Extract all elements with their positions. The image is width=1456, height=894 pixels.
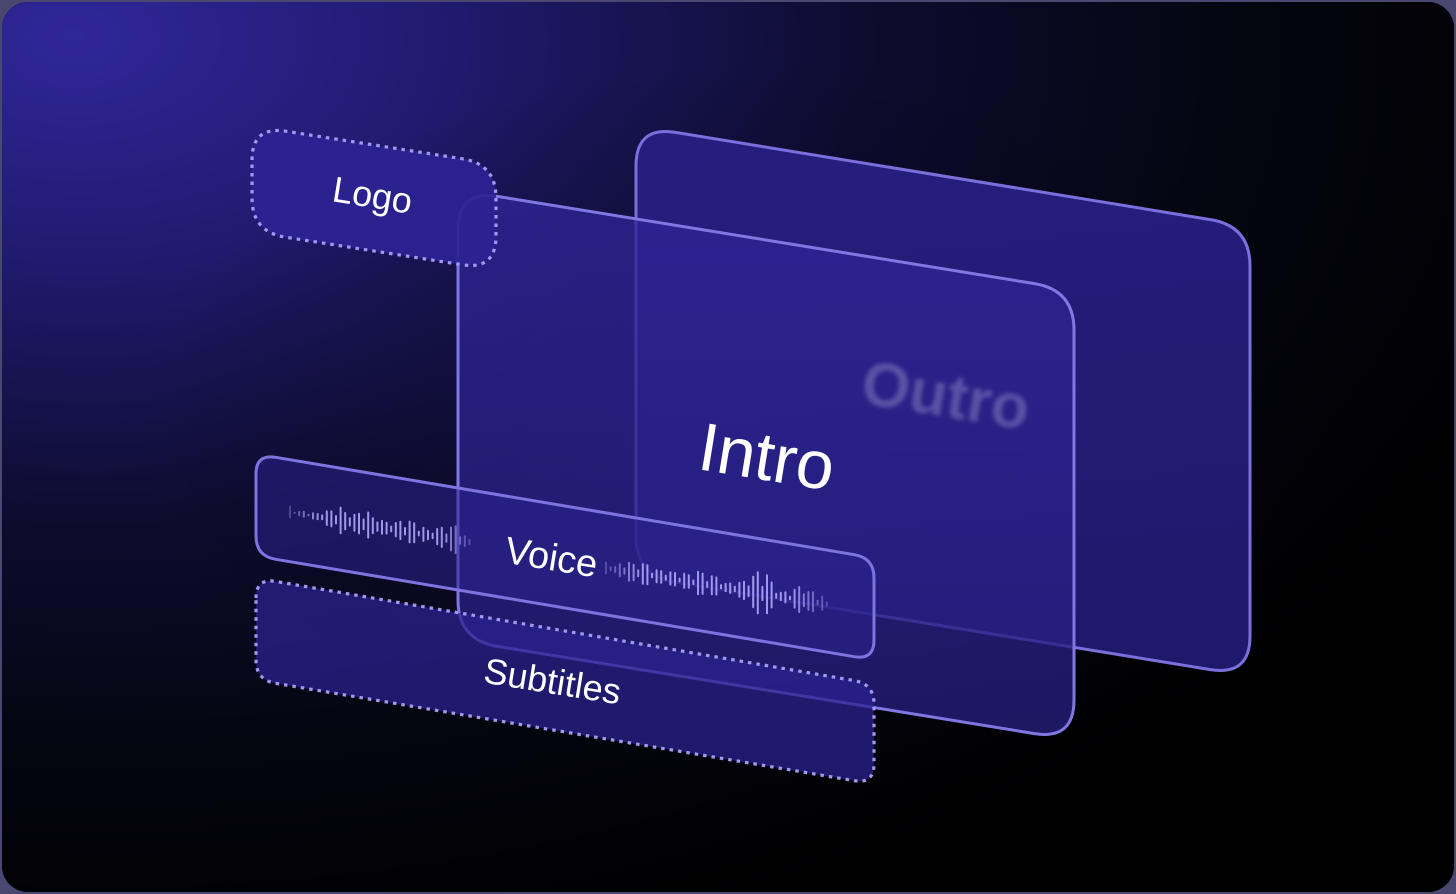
layer-voice[interactable]: Voice [254, 455, 876, 659]
voice-panel [254, 455, 876, 659]
waveform-icon-right [605, 561, 828, 615]
logo-panel [250, 128, 498, 268]
waveform-icon-left [289, 505, 471, 555]
layer-subtitles[interactable]: Subtitles [254, 579, 876, 783]
layer-logo[interactable]: Logo [250, 128, 498, 268]
subtitles-panel [254, 579, 876, 783]
